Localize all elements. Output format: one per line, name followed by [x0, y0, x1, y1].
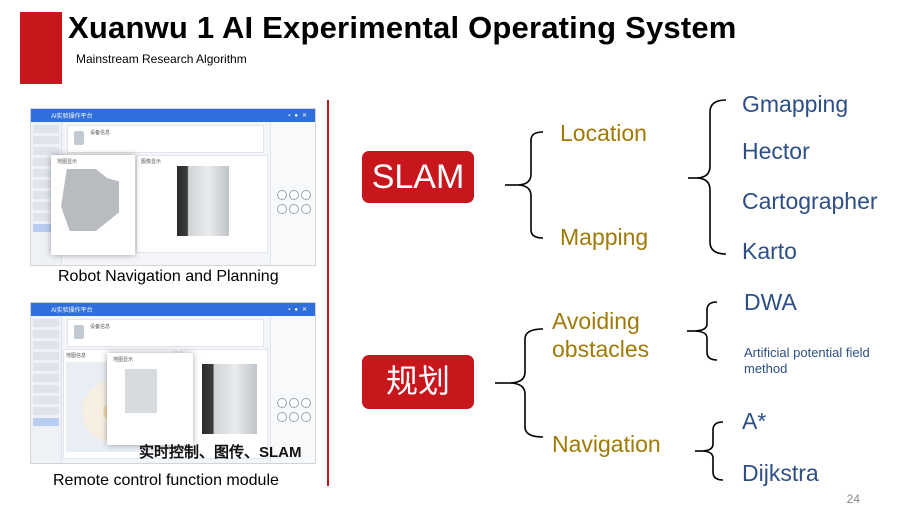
map-popup[interactable]: 地图显示 [107, 353, 193, 445]
mapping-label: Mapping [560, 224, 649, 250]
navigation-label: Navigation [552, 431, 661, 457]
slam-node: SLAM [362, 151, 474, 203]
map-popup[interactable]: 地图显示 [51, 155, 135, 255]
navigation-bracket [695, 421, 724, 481]
app-titlebar: AI实验操作平台 ▪●✕ [31, 303, 315, 316]
slide-subtitle: Mainstream Research Algorithm [76, 52, 247, 66]
device-info-title: 设备信息 [90, 130, 111, 136]
control-panel [270, 122, 315, 265]
slam-bracket [505, 131, 544, 239]
robot-icon [74, 131, 84, 145]
gmapping-leaf: Gmapping [742, 91, 849, 117]
hector-leaf: Hector [742, 138, 810, 164]
title-accent-bar [20, 12, 62, 84]
map-info-title: 地图信息 [66, 353, 87, 359]
apf-leaf: Artificial potential field method [744, 345, 870, 376]
karto-leaf: Karto [742, 238, 797, 264]
app-sidebar [31, 316, 62, 463]
map-popup-title: 地图显示 [57, 159, 78, 165]
page-number: 24 [846, 492, 860, 506]
navigation-caption: Robot Navigation and Planning [58, 268, 279, 285]
device-info-panel: 设备信息 [67, 125, 264, 153]
slide-title: Xuanwu 1 AI Experimental Operating Syste… [68, 10, 737, 45]
image-panel: 图像显示 [136, 155, 268, 253]
avoiding-line-2: obstacles [552, 336, 650, 362]
section-divider [327, 100, 329, 486]
cartographer-leaf: Cartographer [742, 188, 878, 214]
image-panel-title: 图像显示 [141, 159, 162, 165]
location-label: Location [560, 120, 647, 146]
planning-node: 规划 [362, 355, 474, 409]
remote-control-screenshot: AI实验操作平台 ▪●✕ 设备信息 地图信息 地图显示 实时控制、图传、SLAM [30, 302, 316, 464]
avoiding-obstacles-label: Avoiding obstacles [552, 307, 649, 363]
app-title: AI实验操作平台 [51, 308, 93, 314]
camera-image [202, 364, 257, 434]
map-popup-title: 地图显示 [113, 357, 134, 363]
navigation-screenshot: AI实验操作平台 ▪●✕ 设备信息 图像显示 地图显示 [30, 108, 316, 266]
planning-bracket [495, 328, 544, 438]
dwa-leaf: DWA [744, 289, 797, 315]
camera-panel [181, 349, 268, 459]
camera-image [177, 166, 229, 236]
window-controls-icon: ▪●✕ [288, 307, 311, 313]
location-mapping-bracket [688, 99, 727, 255]
remote-control-caption: Remote control function module [53, 472, 279, 489]
device-info-title: 设备信息 [90, 324, 111, 330]
dijkstra-leaf: Dijkstra [742, 460, 819, 486]
window-controls-icon: ▪●✕ [288, 113, 311, 119]
occupancy-map [125, 369, 157, 413]
avoiding-bracket [687, 301, 718, 361]
app-title: AI实验操作平台 [51, 114, 93, 120]
astar-leaf: A* [742, 408, 767, 434]
app-titlebar: AI实验操作平台 ▪●✕ [31, 109, 315, 122]
occupancy-map [61, 169, 119, 231]
device-info-panel: 设备信息 [67, 319, 264, 347]
avoiding-line-1: Avoiding [552, 308, 640, 334]
control-panel [270, 316, 315, 463]
realtime-overlay-text: 实时控制、图传、SLAM [139, 444, 302, 461]
robot-icon [74, 325, 84, 339]
